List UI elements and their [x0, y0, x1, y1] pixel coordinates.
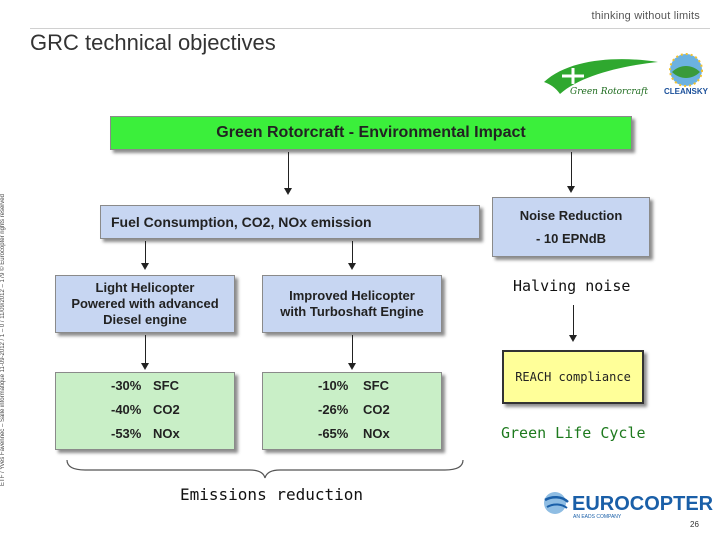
improved-helicopter-line-2: with Turboshaft Engine [280, 304, 424, 319]
arrow-down-icon [284, 188, 292, 195]
connector-line [288, 152, 289, 188]
improved-co2-item: CO2 [363, 402, 390, 417]
light-sfc-pct: -30% [111, 378, 142, 393]
light-helicopter-line-3: Diesel engine [103, 312, 187, 327]
fuel-consumption-label: Fuel Consumption, CO2, NOx emission [111, 214, 372, 230]
improved-helicopter-results-box: -10% SFC -26% CO2 -65% NOx [262, 372, 442, 450]
green-rotorcraft-logo-text: Green Rotorcraft [570, 87, 648, 97]
cleansky-logo-text: CLEANSKY [664, 87, 709, 96]
light-co2-item: CO2 [153, 402, 180, 417]
connector-line [145, 335, 146, 363]
light-nox-item: NOx [153, 426, 180, 441]
connector-line [352, 335, 353, 363]
sidebar-footer-text: ETF / Yves Favennec – Salle informatique… [0, 194, 6, 486]
page-title: GRC technical objectives [30, 30, 276, 55]
eurocopter-subtitle: AN EADS COMPANY [573, 514, 622, 520]
arrow-down-icon [567, 186, 575, 193]
light-sfc-item: SFC [153, 378, 179, 393]
light-helicopter-line-1: Light Helicopter [95, 280, 195, 295]
light-co2-pct: -40% [111, 402, 142, 417]
eurocopter-logo: EUROCOPTER AN EADS COMPANY [542, 488, 716, 520]
arrow-down-icon [348, 363, 356, 370]
halving-noise-label: Halving noise [513, 277, 631, 295]
tagline: thinking without limits [591, 10, 700, 22]
noise-reduction-box: Noise Reduction - 10 EPNdB [492, 197, 650, 257]
arrow-down-icon [348, 263, 356, 270]
fuel-consumption-box: Fuel Consumption, CO2, NOx emission [100, 205, 480, 239]
page-number: 26 [690, 520, 699, 529]
light-helicopter-results-box: -30% SFC -40% CO2 -53% NOx [55, 372, 235, 450]
improved-sfc-pct: -10% [318, 378, 349, 393]
connector-line [352, 241, 353, 263]
connector-line [573, 305, 574, 335]
reach-compliance-box: REACH compliance [502, 350, 644, 404]
improved-co2-pct: -26% [318, 402, 349, 417]
improved-helicopter-box: Improved Helicopter with Turboshaft Engi… [262, 275, 442, 333]
green-rotorcraft-logo: Green Rotorcraft [540, 54, 660, 98]
improved-helicopter-line-1: Improved Helicopter [289, 288, 415, 303]
light-helicopter-line-2: Powered with advanced [71, 296, 219, 311]
connector-line [145, 241, 146, 263]
emissions-brace [65, 458, 465, 485]
improved-nox-pct: -65% [318, 426, 349, 441]
light-helicopter-box: Light Helicopter Powered with advanced D… [55, 275, 235, 333]
connector-line [571, 152, 572, 186]
green-life-cycle-label: Green Life Cycle [501, 424, 646, 442]
improved-nox-item: NOx [363, 426, 390, 441]
arrow-down-icon [141, 363, 149, 370]
environmental-impact-label: Green Rotorcraft - Environmental Impact [216, 124, 526, 141]
cleansky-logo: CLEANSKY [662, 50, 710, 100]
arrow-down-icon [141, 263, 149, 270]
environmental-impact-box: Green Rotorcraft - Environmental Impact [110, 116, 632, 150]
arrow-down-icon [569, 335, 577, 342]
light-nox-pct: -53% [111, 426, 142, 441]
eurocopter-logo-text: EUROCOPTER [572, 493, 714, 515]
emissions-reduction-label: Emissions reduction [180, 485, 364, 504]
reach-compliance-label: REACH compliance [515, 370, 631, 384]
improved-sfc-item: SFC [363, 378, 389, 393]
noise-reduction-target: - 10 EPNdB [535, 231, 607, 246]
noise-reduction-label: Noise Reduction [519, 208, 623, 223]
header-divider [30, 28, 710, 29]
